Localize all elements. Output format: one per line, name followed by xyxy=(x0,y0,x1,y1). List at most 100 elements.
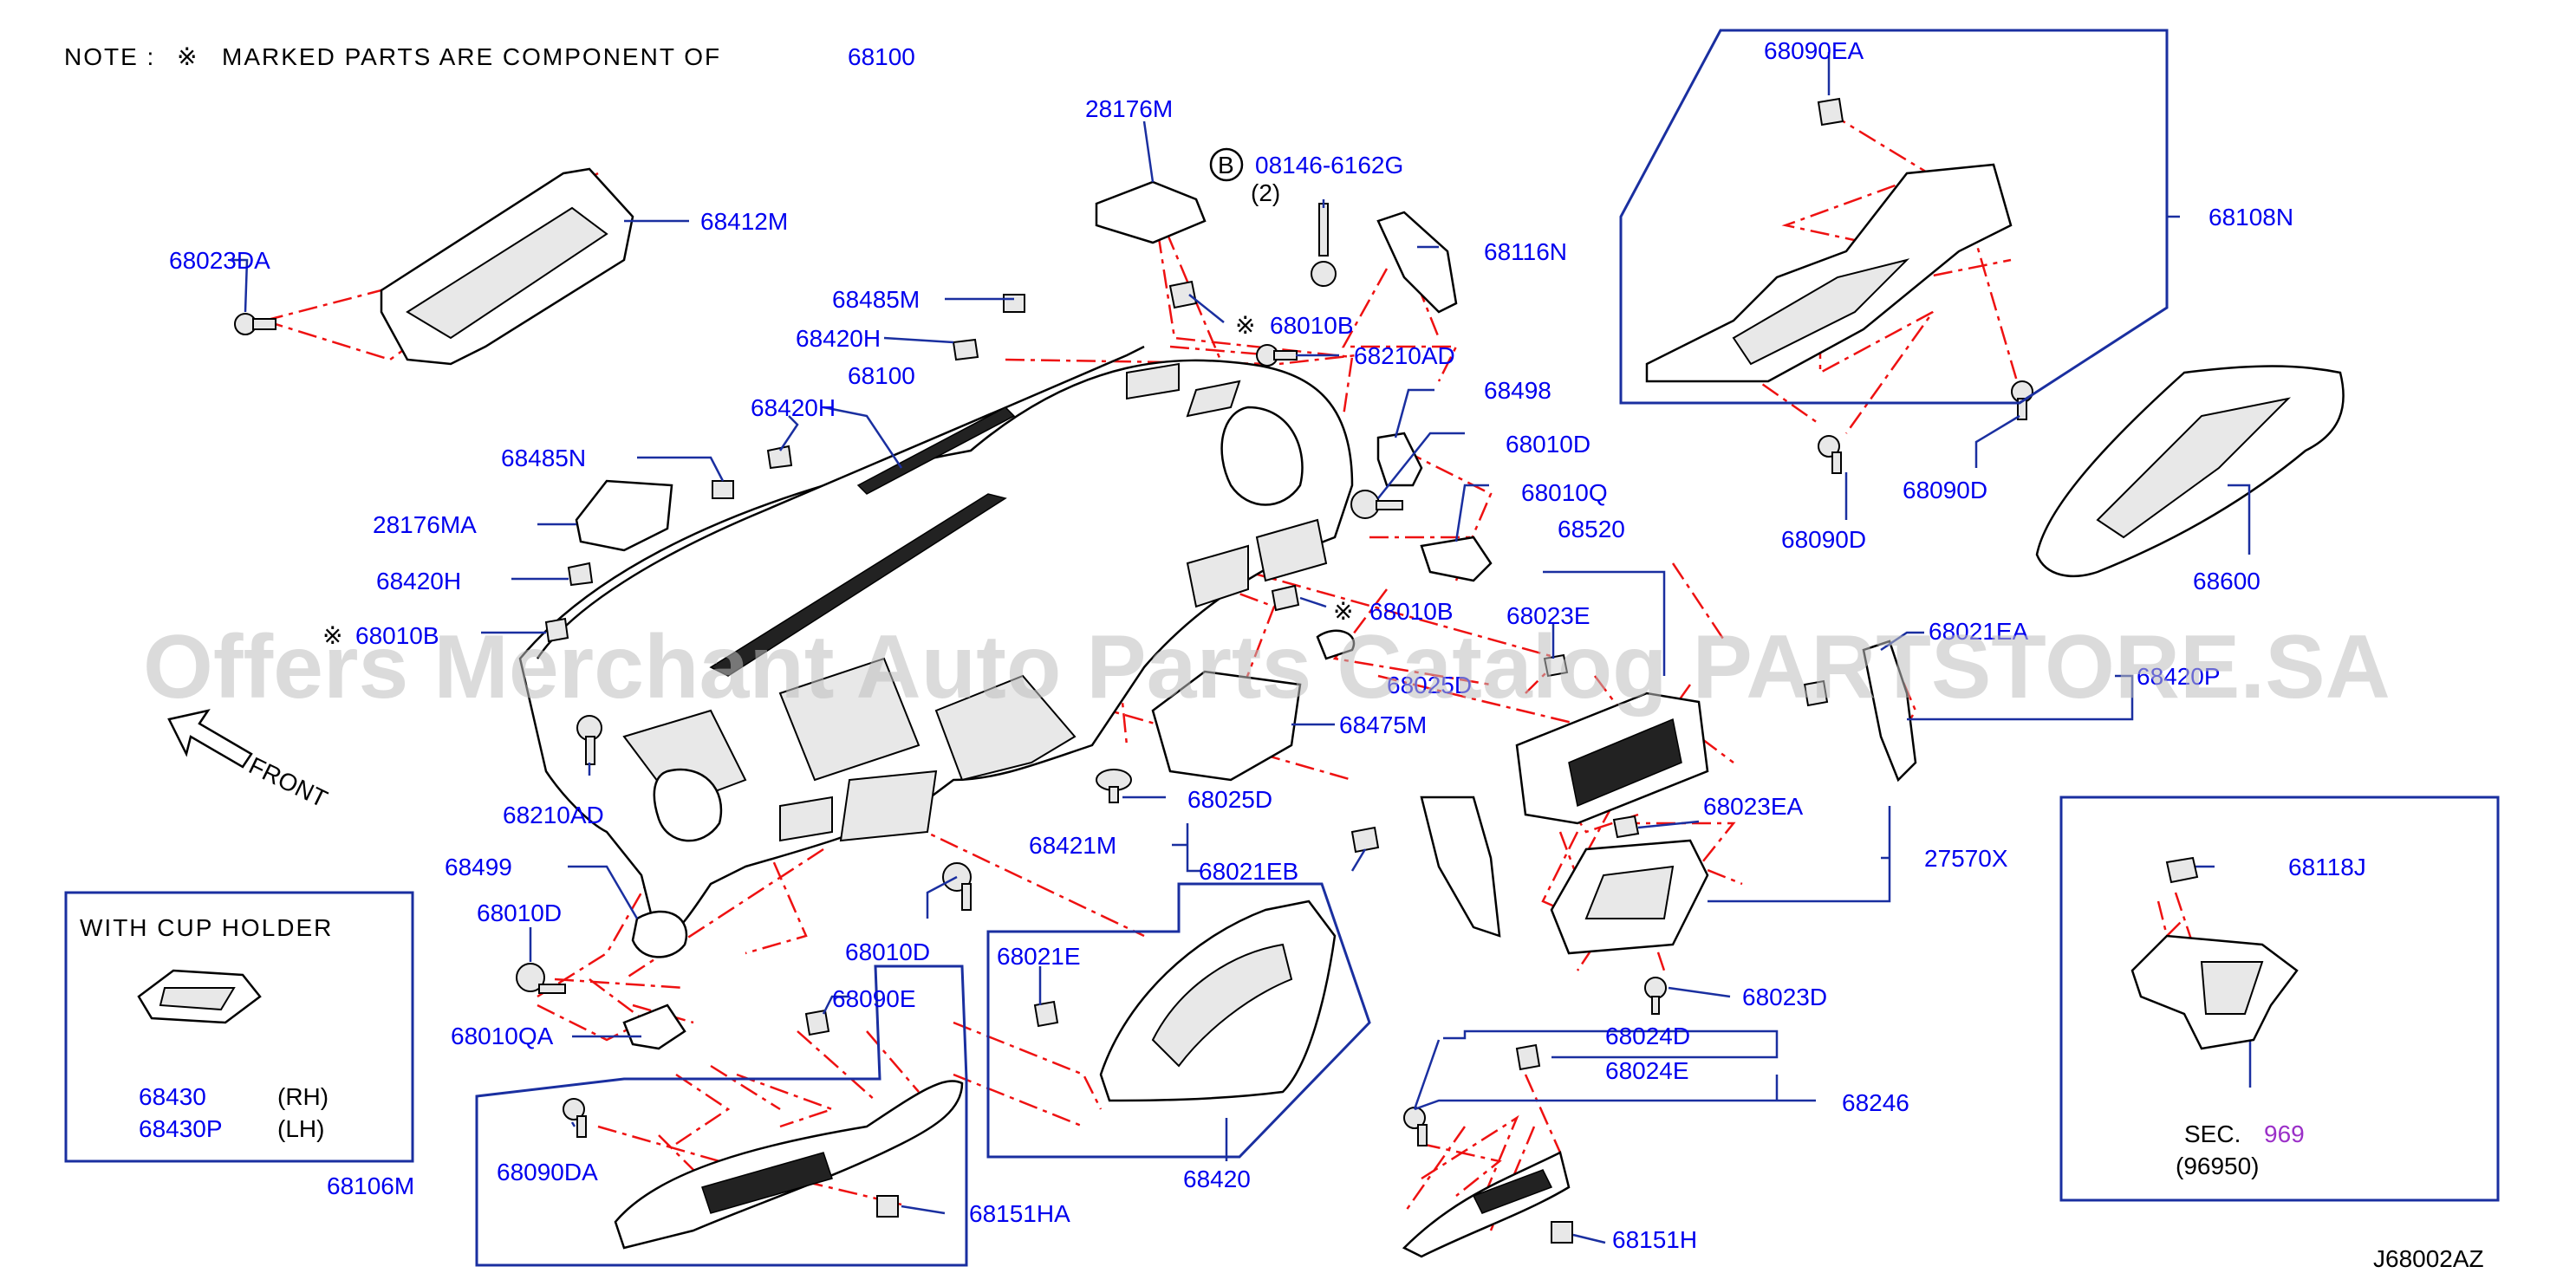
label-68090E[interactable]: 68090E xyxy=(832,985,916,1012)
label-68210AD-left[interactable]: 68210AD xyxy=(503,802,604,828)
label-68420H-b[interactable]: 68420H xyxy=(751,394,836,421)
label-68090D-b[interactable]: 68090D xyxy=(1903,477,1987,503)
label-68023EA[interactable]: 68023EA xyxy=(1703,793,1804,820)
clip-68485N[interactable] xyxy=(712,480,734,499)
clip-68023E[interactable] xyxy=(1543,653,1569,678)
screw-68023D-icon[interactable] xyxy=(1644,977,1667,1015)
label-68023DA[interactable]: 68023DA xyxy=(169,247,270,274)
label-68420H-c[interactable]: 68420H xyxy=(376,568,461,594)
grommet-68010D-bottom-icon[interactable] xyxy=(942,862,972,911)
label-68023E[interactable]: 68023E xyxy=(1506,602,1590,629)
label-68100[interactable]: 68100 xyxy=(848,362,915,389)
clip-68025D-top[interactable] xyxy=(1316,629,1356,660)
label-28176M[interactable]: 28176M xyxy=(1085,95,1173,122)
label-68090D-a[interactable]: 68090D xyxy=(1781,526,1866,553)
screw-68090DA-icon[interactable] xyxy=(563,1098,587,1138)
label-68010D-left[interactable]: 68010D xyxy=(477,900,562,926)
clip-68025D-icon[interactable] xyxy=(1096,769,1132,803)
label-68520[interactable]: 68520 xyxy=(1558,516,1625,542)
cup-holder-part[interactable] xyxy=(137,969,262,1024)
label-68023D[interactable]: 68023D xyxy=(1742,984,1827,1010)
panel-68420P[interactable] xyxy=(1862,640,1917,783)
bracket-68475M[interactable] xyxy=(1151,670,1302,782)
clip-68010B-left[interactable] xyxy=(544,617,569,643)
label-68025D-top[interactable]: 68025D xyxy=(1387,672,1472,698)
label-68090EA[interactable]: 68090EA xyxy=(1764,37,1864,64)
label-68021EB[interactable]: 68021EB xyxy=(1199,858,1298,885)
label-68010D-bottom[interactable]: 68010D xyxy=(845,939,930,965)
bracket-28176MA[interactable] xyxy=(575,479,673,552)
label-28176MA[interactable]: 28176MA xyxy=(373,511,477,538)
cover-68498[interactable] xyxy=(1376,432,1423,487)
label-68010D-right[interactable]: 68010D xyxy=(1506,431,1590,458)
bracket-28176M[interactable] xyxy=(1095,180,1207,244)
clip-68485M[interactable] xyxy=(1003,294,1025,313)
label-68021E[interactable]: 68021E xyxy=(997,943,1081,970)
clip-68021EB[interactable] xyxy=(1350,826,1380,854)
clip-68023EA[interactable] xyxy=(1612,815,1640,839)
label-68420[interactable]: 68420 xyxy=(1183,1166,1251,1192)
label-68010QA[interactable]: 68010QA xyxy=(451,1023,554,1049)
label-68485N[interactable]: 68485N xyxy=(501,445,586,471)
clip-68021E[interactable] xyxy=(1033,1000,1059,1028)
label-68600[interactable]: 68600 xyxy=(2193,568,2261,594)
label-68430P[interactable]: 68430P xyxy=(139,1115,223,1142)
label-68108N[interactable]: 68108N xyxy=(2208,204,2293,231)
glovebox-68108N[interactable] xyxy=(1645,163,2013,383)
clip-68151H[interactable] xyxy=(1551,1221,1573,1244)
clip-68021EA[interactable] xyxy=(1803,679,1829,707)
label-68151H[interactable]: 68151H xyxy=(1612,1226,1697,1253)
label-68090DA[interactable]: 68090DA xyxy=(497,1159,598,1185)
panel-68421M[interactable] xyxy=(1420,796,1501,938)
label-68498[interactable]: 68498 xyxy=(1484,377,1551,404)
screw-68210AD-right-icon[interactable] xyxy=(1256,344,1298,367)
label-68420P[interactable]: 68420P xyxy=(2137,663,2221,690)
screw-68024D-icon[interactable] xyxy=(1403,1107,1428,1146)
instrument-panel-68100[interactable] xyxy=(518,345,1354,946)
bracket-68010QA[interactable] xyxy=(622,1003,686,1050)
clip-68010B-mid[interactable] xyxy=(1271,584,1300,612)
label-68421M[interactable]: 68421M xyxy=(1029,832,1116,859)
label-68475M[interactable]: 68475M xyxy=(1339,711,1427,738)
clip-68010B-top[interactable] xyxy=(1168,280,1198,309)
bolt-08146-6162G-icon[interactable] xyxy=(1311,203,1337,287)
cover-68499[interactable] xyxy=(631,910,688,958)
label-68151HA[interactable]: 68151HA xyxy=(969,1200,1070,1227)
label-08146-6162G[interactable]: 08146-6162G xyxy=(1255,152,1403,179)
label-68246[interactable]: 68246 xyxy=(1842,1089,1909,1116)
clip-68024E[interactable] xyxy=(1515,1043,1541,1071)
clip-68420H-a[interactable] xyxy=(952,338,979,361)
screw-68210AD-left-icon[interactable] xyxy=(576,715,602,765)
label-68485M[interactable]: 68485M xyxy=(832,286,920,313)
console-part-96950[interactable] xyxy=(2130,856,2299,1050)
label-27570X[interactable]: 27570X xyxy=(1924,845,2008,872)
label-68430[interactable]: 68430 xyxy=(139,1083,206,1110)
label-68420H-a[interactable]: 68420H xyxy=(796,325,881,352)
label-68021EA[interactable]: 68021EA xyxy=(1929,618,2029,645)
label-68010B-top[interactable]: 68010B xyxy=(1270,312,1354,339)
note-ref[interactable]: 68100 xyxy=(848,43,915,70)
clip-68090E[interactable] xyxy=(804,1009,830,1036)
label-68010Q[interactable]: 68010Q xyxy=(1521,479,1608,506)
label-68024E[interactable]: 68024E xyxy=(1605,1057,1689,1084)
label-68210AD-right[interactable]: 68210AD xyxy=(1354,342,1455,369)
label-68499[interactable]: 68499 xyxy=(445,854,512,880)
label-68412M[interactable]: 68412M xyxy=(700,208,788,235)
bracket-68116N[interactable] xyxy=(1376,211,1458,314)
clip-68151HA[interactable] xyxy=(876,1195,899,1218)
section-number-link[interactable]: 969 xyxy=(2264,1120,2305,1147)
label-68010B-mid[interactable]: 68010B xyxy=(1369,598,1454,625)
grommet-68010D-left-icon[interactable] xyxy=(516,963,566,994)
label-68025D[interactable]: 68025D xyxy=(1187,786,1272,813)
label-68024D[interactable]: 68024D xyxy=(1605,1023,1690,1049)
clip-68090EA[interactable] xyxy=(1817,97,1844,127)
bracket-68010Q[interactable] xyxy=(1420,536,1493,582)
clip-68420H-c[interactable] xyxy=(567,562,594,587)
screw-68090D-a-icon[interactable] xyxy=(1818,435,1842,474)
label-68118J[interactable]: 68118J xyxy=(2288,854,2366,880)
grommet-68010D-right-icon[interactable] xyxy=(1350,490,1403,519)
label-68010B-left[interactable]: 68010B xyxy=(355,622,439,649)
label-68106M[interactable]: 68106M xyxy=(327,1172,414,1199)
label-68116N[interactable]: 68116N xyxy=(1484,238,1567,265)
screw-68023DA-icon[interactable] xyxy=(234,313,276,335)
